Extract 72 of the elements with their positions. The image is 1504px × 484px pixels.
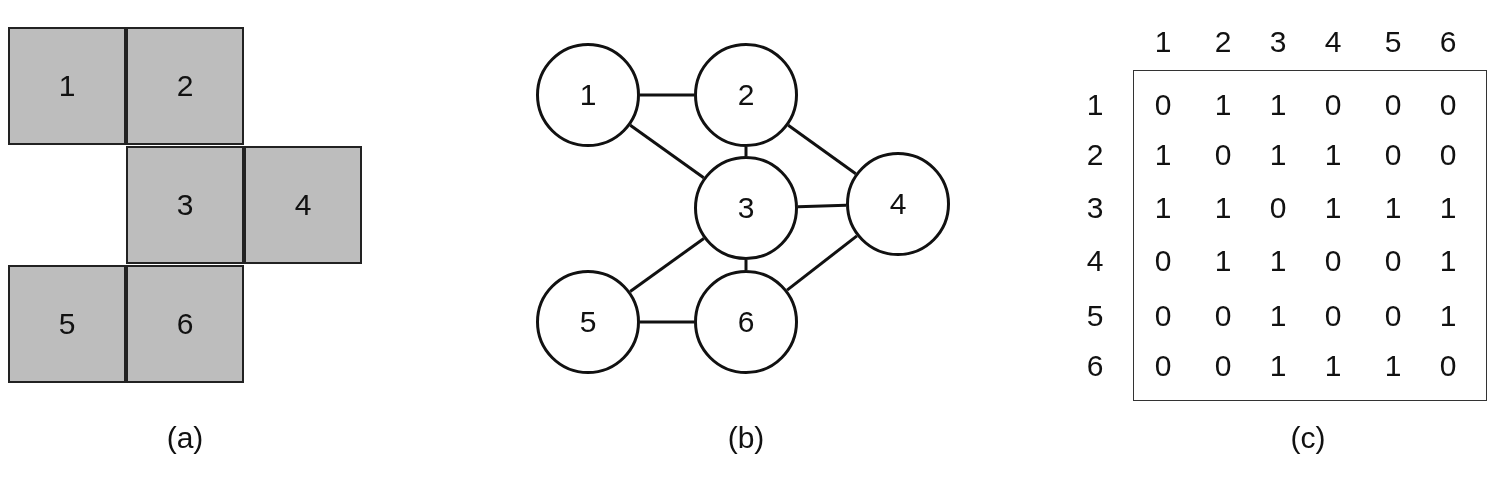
edge-line xyxy=(797,203,847,209)
row-header: 1 xyxy=(1086,89,1104,121)
matrix-value: 0 xyxy=(1324,300,1342,332)
column-header: 5 xyxy=(1384,26,1402,58)
matrix-value: 1 xyxy=(1214,89,1232,121)
matrix-value: 1 xyxy=(1154,139,1172,171)
matrix-value: 0 xyxy=(1269,192,1287,224)
row-header: 6 xyxy=(1086,350,1104,382)
matrix-value: 0 xyxy=(1154,300,1172,332)
panel-caption: (c) xyxy=(1290,422,1326,454)
edge-line xyxy=(786,234,858,292)
row-header: 3 xyxy=(1086,192,1104,224)
row-header: 5 xyxy=(1086,300,1104,332)
matrix-value: 0 xyxy=(1214,300,1232,332)
edge-line xyxy=(629,237,705,293)
matrix-value: 1 xyxy=(1439,192,1457,224)
edge-line xyxy=(629,124,705,179)
matrix-value: 0 xyxy=(1439,139,1457,171)
matrix-value: 1 xyxy=(1324,350,1342,382)
graph-node-circle: 1 xyxy=(536,43,640,147)
matrix-value: 1 xyxy=(1324,139,1342,171)
matrix-value: 1 xyxy=(1384,350,1402,382)
graph-node-circle: 4 xyxy=(846,152,950,256)
graph-node-circle: 5 xyxy=(536,270,640,374)
grid-square: 3 xyxy=(126,146,244,264)
column-header: 2 xyxy=(1214,26,1232,58)
matrix-value: 0 xyxy=(1154,89,1172,121)
matrix-value: 0 xyxy=(1214,139,1232,171)
column-header: 4 xyxy=(1324,26,1342,58)
matrix-value: 1 xyxy=(1154,192,1172,224)
matrix-value: 1 xyxy=(1324,192,1342,224)
column-header: 1 xyxy=(1154,26,1172,58)
matrix-value: 0 xyxy=(1214,350,1232,382)
grid-square: 2 xyxy=(126,27,244,145)
grid-square: 5 xyxy=(8,265,126,383)
column-header: 6 xyxy=(1439,26,1457,58)
graph-node-circle: 3 xyxy=(694,156,798,260)
matrix-value: 0 xyxy=(1324,245,1342,277)
grid-square: 1 xyxy=(8,27,126,145)
matrix-value: 0 xyxy=(1384,245,1402,277)
panel-caption: (b) xyxy=(727,422,765,454)
edge-line xyxy=(744,147,748,156)
matrix-value: 1 xyxy=(1269,350,1287,382)
row-header: 2 xyxy=(1086,139,1104,171)
matrix-value: 0 xyxy=(1384,139,1402,171)
matrix-value: 1 xyxy=(1269,245,1287,277)
matrix-value: 0 xyxy=(1154,245,1172,277)
edge-line xyxy=(787,124,857,175)
graph-node-circle: 6 xyxy=(694,270,798,374)
matrix-value: 0 xyxy=(1154,350,1172,382)
matrix-value: 0 xyxy=(1439,350,1457,382)
matrix-value: 1 xyxy=(1269,300,1287,332)
matrix-value: 1 xyxy=(1269,139,1287,171)
matrix-value: 1 xyxy=(1439,300,1457,332)
edge-line xyxy=(640,93,694,97)
panel-caption: (a) xyxy=(166,422,204,454)
column-header: 3 xyxy=(1269,26,1287,58)
matrix-value: 0 xyxy=(1324,89,1342,121)
matrix-value: 1 xyxy=(1214,245,1232,277)
matrix-value: 1 xyxy=(1439,245,1457,277)
matrix-value: 1 xyxy=(1269,89,1287,121)
grid-square: 6 xyxy=(126,265,244,383)
graph-node-circle: 2 xyxy=(694,43,798,147)
matrix-value: 0 xyxy=(1384,300,1402,332)
edge-line xyxy=(744,260,748,270)
matrix-value: 1 xyxy=(1214,192,1232,224)
edge-line xyxy=(640,320,694,324)
matrix-value: 1 xyxy=(1384,192,1402,224)
matrix-value: 0 xyxy=(1439,89,1457,121)
grid-square: 4 xyxy=(244,146,362,264)
row-header: 4 xyxy=(1086,245,1104,277)
matrix-value: 0 xyxy=(1384,89,1402,121)
